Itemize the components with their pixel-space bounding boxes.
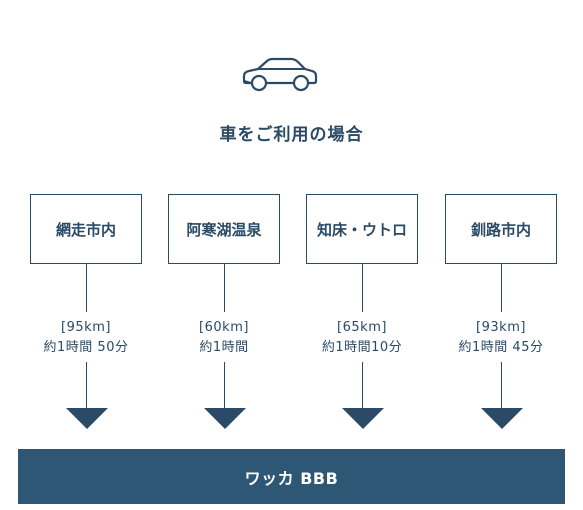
arrow-down-icon <box>204 408 246 429</box>
origin-box-abashiri: 網走市内 <box>30 194 142 264</box>
route-line <box>86 362 87 410</box>
route-distance: [93km] <box>476 320 526 335</box>
route-duration: 約1時間 50分 <box>43 340 129 355</box>
route-distance: [65km] <box>337 320 387 335</box>
car-icon <box>242 57 318 92</box>
route-distance: [95km] <box>61 320 111 335</box>
arrow-down-icon <box>66 408 108 429</box>
destination-bar: ワッカ BBB <box>18 449 565 504</box>
route-info: [65km] 約1時間10分 <box>292 318 432 358</box>
origin-box-kushiro: 釧路市内 <box>445 194 557 264</box>
route-duration: 約1時間10分 <box>321 340 403 355</box>
route-line <box>86 264 87 312</box>
route-line <box>501 362 502 410</box>
route-duration: 約1時間 <box>199 340 249 355</box>
arrow-down-icon <box>481 408 523 429</box>
route-distance: [60km] <box>199 320 249 335</box>
arrow-down-icon <box>342 408 384 429</box>
route-info: [60km] 約1時間 <box>154 318 294 358</box>
origin-label: 知床・ウトロ <box>316 220 407 239</box>
route-line <box>224 362 225 410</box>
destination-label: ワッカ BBB <box>244 468 339 488</box>
route-info: [95km] 約1時間 50分 <box>16 318 156 358</box>
route-line <box>501 264 502 312</box>
origin-label: 阿寒湖温泉 <box>186 220 262 239</box>
route-duration: 約1時間 45分 <box>458 340 544 355</box>
origin-label: 釧路市内 <box>470 220 531 239</box>
route-line <box>362 362 363 410</box>
section-heading: 車をご利用の場合 <box>219 125 364 145</box>
origin-label: 網走市内 <box>55 220 116 239</box>
route-line <box>362 264 363 312</box>
route-info: [93km] 約1時間 45分 <box>431 318 571 358</box>
route-line <box>224 264 225 312</box>
origin-box-akanko: 阿寒湖温泉 <box>168 194 280 264</box>
origin-box-shiretoko: 知床・ウトロ <box>306 194 418 264</box>
